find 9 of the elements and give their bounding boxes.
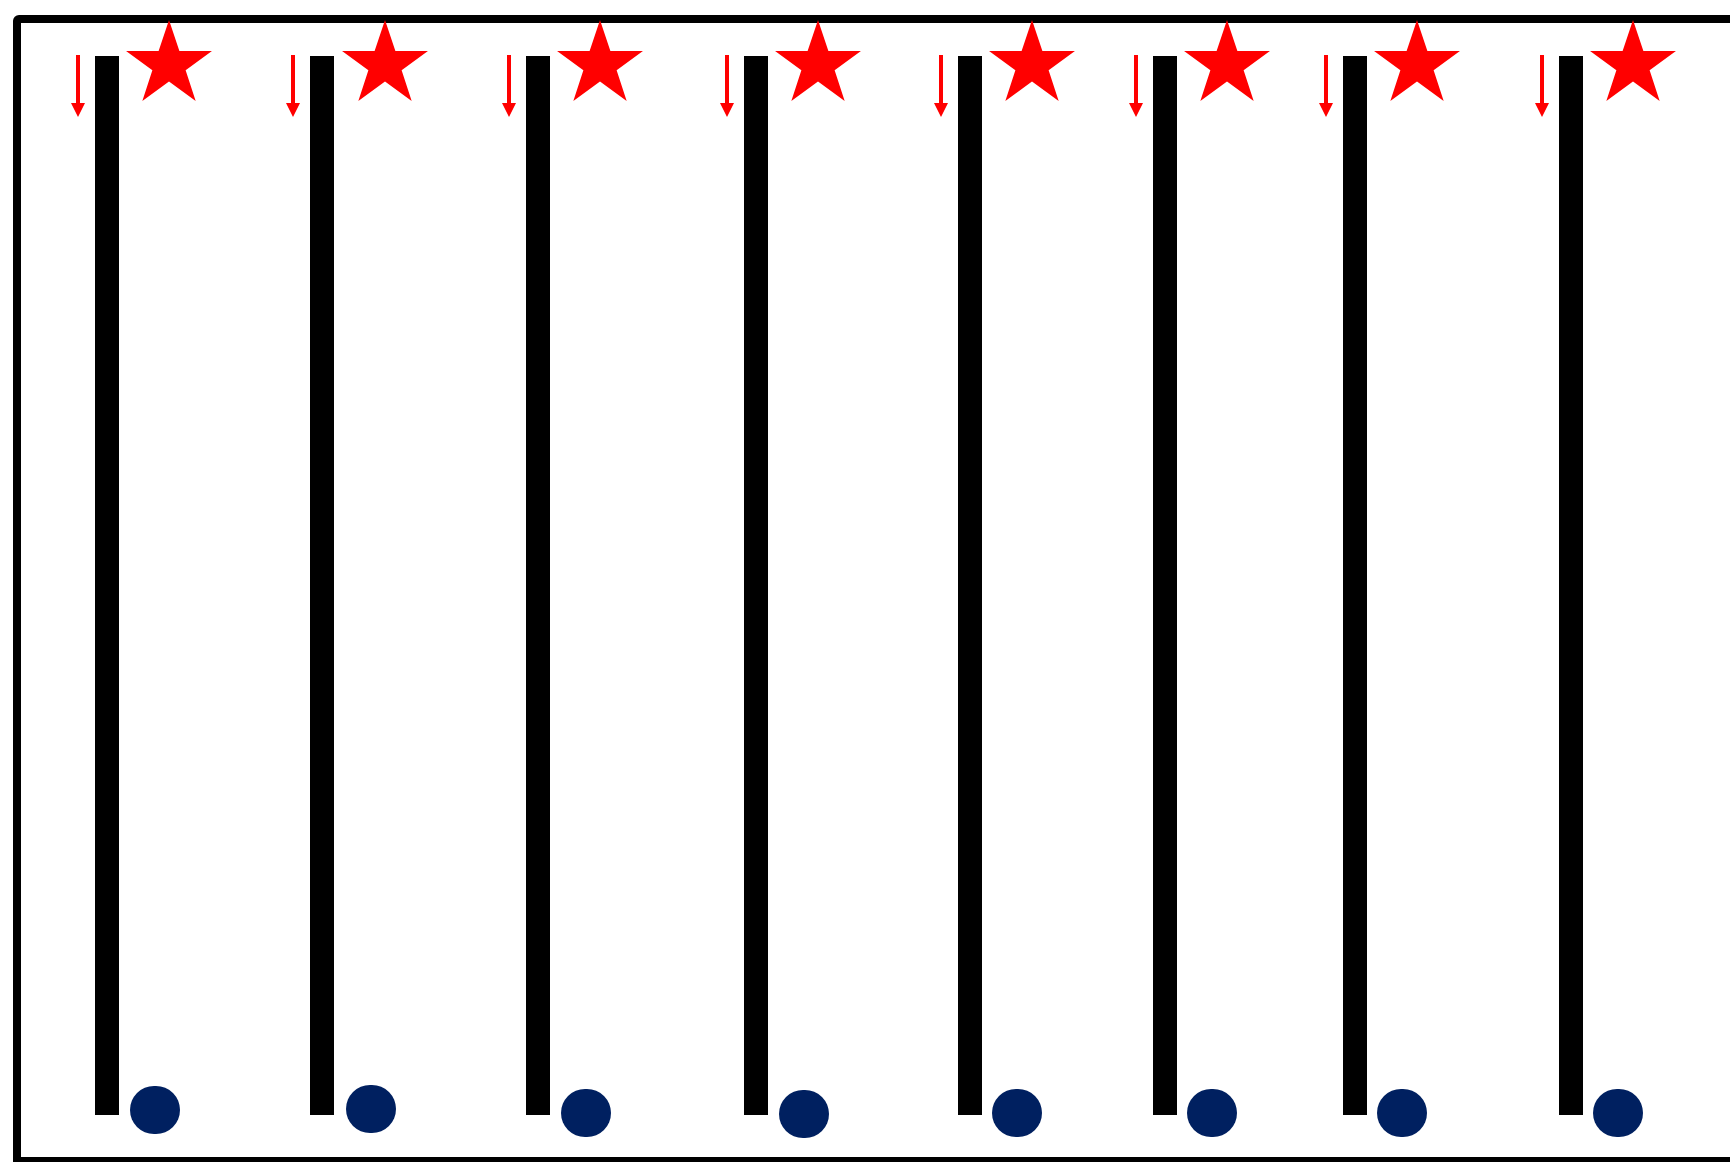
vertical-bar <box>1153 56 1177 1115</box>
vertical-bar <box>744 56 768 1115</box>
vertical-bar <box>310 56 334 1115</box>
vertical-bar <box>958 56 982 1115</box>
vertical-bar <box>1559 56 1583 1115</box>
vertical-bar <box>1343 56 1367 1115</box>
vertical-bar <box>526 56 550 1115</box>
vertical-bar <box>95 56 119 1115</box>
frame-box <box>13 15 1730 1162</box>
